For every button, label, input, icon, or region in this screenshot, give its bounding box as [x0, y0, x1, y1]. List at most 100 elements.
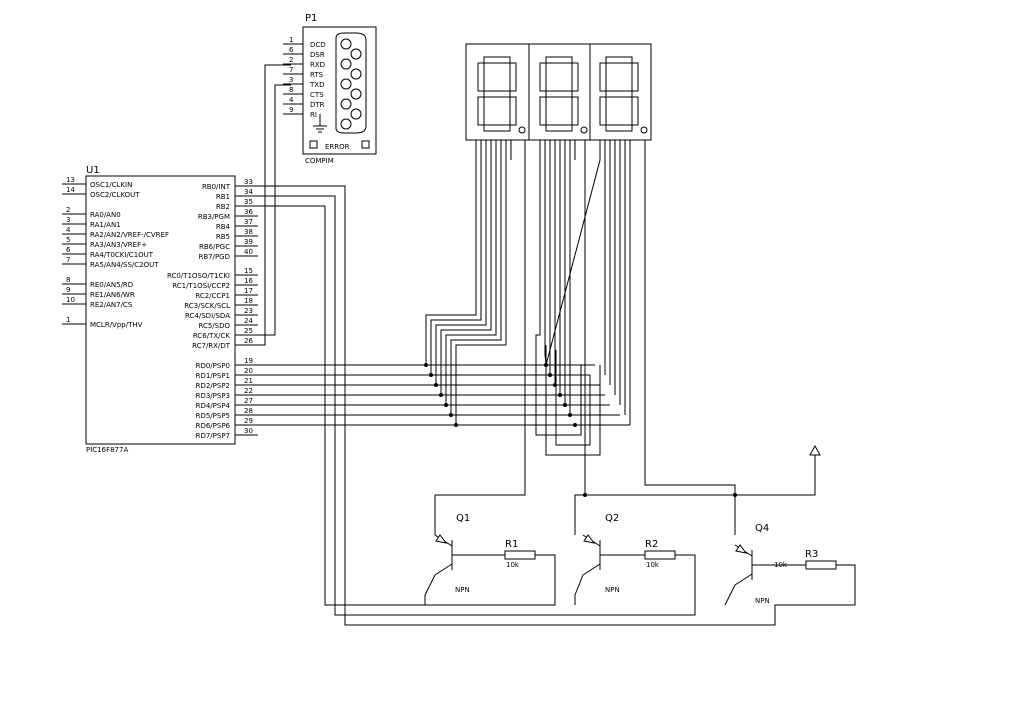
display-segment [605, 90, 633, 98]
p1-pin-name: RXD [310, 61, 325, 69]
display-2 [528, 43, 591, 141]
u1-pin-number: 29 [244, 417, 253, 425]
p1-pin-number: 7 [289, 66, 293, 74]
u1-pin-name: RE0/AN5/RD [90, 281, 133, 289]
u1-pin-number: 37 [244, 218, 253, 226]
display-segment [545, 56, 573, 64]
u1-pin-number: 38 [244, 228, 253, 236]
q4-ref: Q4 [755, 523, 769, 534]
display-decimal-point [640, 126, 648, 134]
u1-pin-number: 17 [244, 287, 253, 295]
p1-pin-number: 8 [289, 86, 293, 94]
display-segment [605, 56, 633, 64]
u1-pin-name: RC4/SDI/SDA [185, 312, 230, 320]
u1-pin-number: 16 [244, 277, 253, 285]
u1-pin-name: RD7/PSP7 [196, 432, 230, 440]
p1-pin-name: RI [310, 111, 317, 119]
resistor-r3[interactable]: R3 10k [774, 549, 837, 570]
display-segment [483, 90, 511, 98]
u1-right-pins: 33RB0/INT34RB135RB236RB3/PGM37RB438RB539… [167, 178, 258, 440]
q2-type: NPN [605, 586, 620, 594]
p1-pin-number: 9 [289, 106, 293, 114]
u1-pin-name: RC1/T1OSI/CCP2 [172, 282, 230, 290]
p1-pin-name: RTS [310, 71, 324, 79]
u1-pin-name: RB1 [216, 193, 230, 201]
u1-pin-number: 5 [66, 236, 70, 244]
u1-pin-number: 36 [244, 208, 253, 216]
display-segment [539, 96, 547, 126]
seven-segment-displays [465, 43, 652, 141]
resistor-r1[interactable]: R1 10k [504, 539, 536, 569]
transistor-q4[interactable]: Q4 NPN [724, 523, 770, 606]
u1-pin-number: 18 [244, 297, 253, 305]
u1-pin-name: RD3/PSP3 [196, 392, 230, 400]
u1-pin-name: RE1/AN6/WR [90, 291, 135, 299]
u1-pin-number: 28 [244, 407, 253, 415]
u1-pin-number: 10 [66, 296, 75, 304]
display-segment [545, 90, 573, 98]
display-segment [605, 124, 633, 132]
display-segment [571, 96, 579, 126]
u1-pin-name: RD5/PSP5 [196, 412, 230, 420]
q1-type: NPN [455, 586, 470, 594]
u1-pin-number: 3 [66, 216, 70, 224]
u1-pin-number: 27 [244, 397, 253, 405]
u1-pin-number: 21 [244, 377, 253, 385]
p1-pin-number: 6 [289, 46, 294, 54]
resistor-r2[interactable]: R2 10k [644, 539, 676, 569]
u1-ref: U1 [86, 165, 100, 176]
u1-pin-name: RC3/SCK/SCL [184, 302, 230, 310]
u1-pin-name: RD1/PSP1 [196, 372, 230, 380]
u1-pin-number: 4 [66, 226, 71, 234]
u1-pin-name: RB7/PGD [198, 253, 230, 261]
power-rail-icon [809, 444, 821, 456]
u1-pin-name: RA1/AN1 [90, 221, 121, 229]
u1-mcu[interactable]: U1 PIC16F877A 13OSC1/CLKIN14OSC2/CLKOUT2… [62, 165, 258, 454]
u1-pin-number: 6 [66, 246, 71, 254]
u1-part: PIC16F877A [86, 446, 128, 454]
display-segment [483, 124, 511, 132]
p1-pin-name: TXD [309, 81, 324, 89]
u1-pin-number: 34 [244, 188, 253, 196]
u1-pin-name: RA5/AN4/SS/C2OUT [90, 261, 159, 269]
u1-pin-name: RD0/PSP0 [196, 362, 230, 370]
q1-ref: Q1 [456, 513, 470, 524]
u1-pin-number: 40 [244, 248, 253, 256]
u1-pin-name: RC0/T1OSO/T1CKI [167, 272, 230, 280]
u1-pin-name: OSC1/CLKIN [90, 181, 132, 189]
u1-pin-name: RB4 [216, 223, 231, 231]
u1-pin-number: 14 [66, 186, 75, 194]
r1-value: 10k [506, 561, 520, 569]
u1-pin-name: RC7/RX/DT [192, 342, 231, 350]
r1-ref: R1 [505, 539, 518, 550]
transistor-q1[interactable]: Q1 NPN [424, 513, 470, 605]
u1-pin-name: RB3/PGM [198, 213, 230, 221]
r2-ref: R2 [645, 539, 658, 550]
display-segment [539, 62, 547, 92]
wiring [236, 64, 856, 626]
p1-pin-number: 2 [289, 56, 293, 64]
p1-pin-number: 1 [289, 36, 293, 44]
display-decimal-point [518, 126, 526, 134]
u1-pin-name: RD6/PSP6 [196, 422, 231, 430]
display-segment [631, 62, 639, 92]
display-segment [509, 96, 517, 126]
u1-pin-number: 2 [66, 206, 70, 214]
p1-part: COMPIM [305, 157, 334, 165]
r3-ref: R3 [805, 549, 818, 560]
display-segment [631, 96, 639, 126]
transistor-q2[interactable]: Q2 NPN [574, 513, 620, 605]
status-led-right-icon [361, 140, 370, 149]
p1-compim[interactable]: P1 ERROR COMPIM 1DCD6DSR2RXD7RTS3TXD8CTS… [283, 13, 377, 165]
u1-pin-name: RA3/AN3/VREF+ [90, 241, 147, 249]
u1-pin-number: 15 [244, 267, 253, 275]
db9-connector-icon [335, 32, 367, 134]
u1-pin-name: RB6/PGC [199, 243, 230, 251]
q4-type: NPN [755, 597, 770, 605]
u1-pin-name: RB2 [216, 203, 230, 211]
u1-pin-name: RA2/AN2/VREF-/CVREF [90, 231, 169, 239]
p1-pin-name: CTS [310, 91, 324, 99]
u1-pin-name: RC2/CCP1 [195, 292, 230, 300]
u1-pin-name: RA0/AN0 [90, 211, 121, 219]
